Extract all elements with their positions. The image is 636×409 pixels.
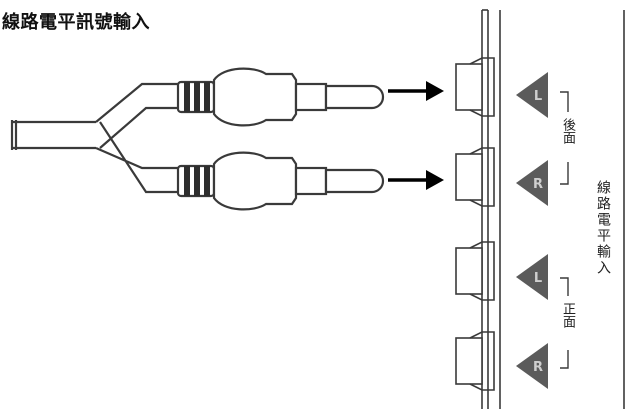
rca-plug-left [176,67,385,127]
plug-collar [294,82,328,112]
channel-markers: L R L R [516,72,548,389]
channel-letter: L [534,271,542,286]
channel-letter: R [533,360,543,375]
plug-band [184,166,190,196]
channel-marker-front-l: L [516,254,548,300]
plug-band [184,82,190,112]
bracket-rear [560,91,569,185]
plug-body [212,151,298,211]
group-label-rear: 後面 [560,118,575,144]
jack-sockets [455,57,495,391]
channel-marker-rear-r: R [516,160,548,206]
arrow-bottom [388,170,444,190]
bracket-front [560,277,569,369]
cable-branch-top [95,82,178,149]
rca-y-cable [10,67,385,211]
plug-pin [324,168,385,194]
diagram-title: 線路電平訊號輸入 [2,12,150,33]
jack-socket-front-l [455,241,495,301]
channel-letter: R [533,177,543,192]
plug-collar [294,166,328,196]
group-brackets [560,91,569,369]
jack-socket-rear-l [455,57,495,117]
panel-side-label: 線路電平輸入 [595,180,611,276]
arrow-top [388,81,444,101]
channel-letter: L [534,89,542,104]
cable-branch-bottom [95,121,178,194]
plug-pin [324,84,385,110]
jack-socket-front-r [455,331,495,391]
plug-band [204,166,210,196]
cable-main [12,120,96,150]
plug-body [212,67,298,127]
plug-band [204,82,210,112]
cable-cut-end [10,120,18,150]
rca-plug-right [176,151,385,211]
channel-marker-rear-l: L [516,72,548,118]
channel-marker-front-r: R [516,343,548,389]
jack-socket-rear-r [455,147,495,207]
plug-band [194,82,200,112]
group-label-front: 正面 [560,302,575,328]
plug-band [194,166,200,196]
